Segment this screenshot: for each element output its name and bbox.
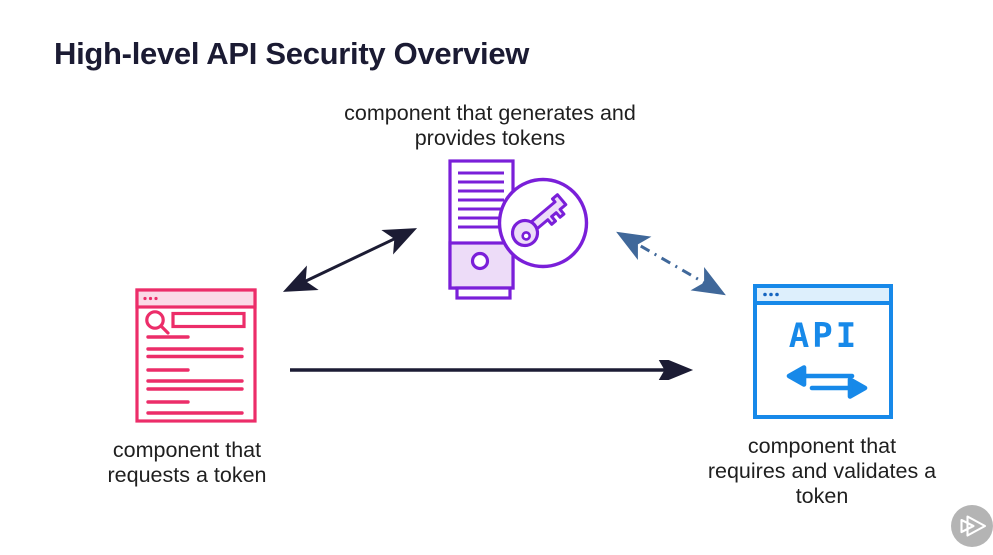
window-titlebar	[135, 288, 257, 309]
caption-line: token	[795, 484, 849, 509]
api-label: API	[789, 316, 859, 356]
play-button[interactable]	[951, 505, 993, 547]
caption-line: component that	[747, 434, 897, 458]
server-pedestal	[455, 286, 512, 300]
search-box	[171, 311, 246, 329]
ellipsis-dots-icon	[143, 296, 158, 301]
caption-token-requester: component that requests a token	[62, 438, 312, 488]
window-frame	[753, 284, 893, 419]
window-titlebar	[753, 284, 893, 305]
play-icon	[960, 515, 987, 537]
page-title: High-level API Security Overview	[54, 36, 530, 71]
server-key-icon	[448, 159, 589, 300]
arrow-provider-validator	[616, 231, 726, 296]
caption-line: component that generates and	[344, 101, 636, 125]
search-icon	[145, 310, 170, 335]
caption-line: requires and validates a	[707, 459, 937, 484]
api-window-icon: API	[753, 284, 893, 419]
caption-line: requests a token	[107, 463, 267, 488]
server-power-dot	[470, 251, 490, 271]
browser-search-icon	[135, 288, 257, 423]
double-arrow-icon	[786, 365, 868, 399]
key-badge	[497, 177, 589, 269]
caption-line: provides tokens	[414, 126, 566, 151]
caption-token-provider: component that generates and provides to…	[290, 101, 690, 151]
ellipsis-dots-icon	[763, 292, 779, 297]
server-text-lines	[458, 171, 504, 229]
arrow-requester-provider	[282, 228, 418, 292]
caption-line: component that	[112, 438, 262, 462]
content-lines	[146, 335, 244, 415]
key-icon	[510, 193, 568, 248]
caption-token-validator: component that requires and validates a …	[672, 434, 972, 509]
arrow-requester-validator	[290, 360, 694, 380]
